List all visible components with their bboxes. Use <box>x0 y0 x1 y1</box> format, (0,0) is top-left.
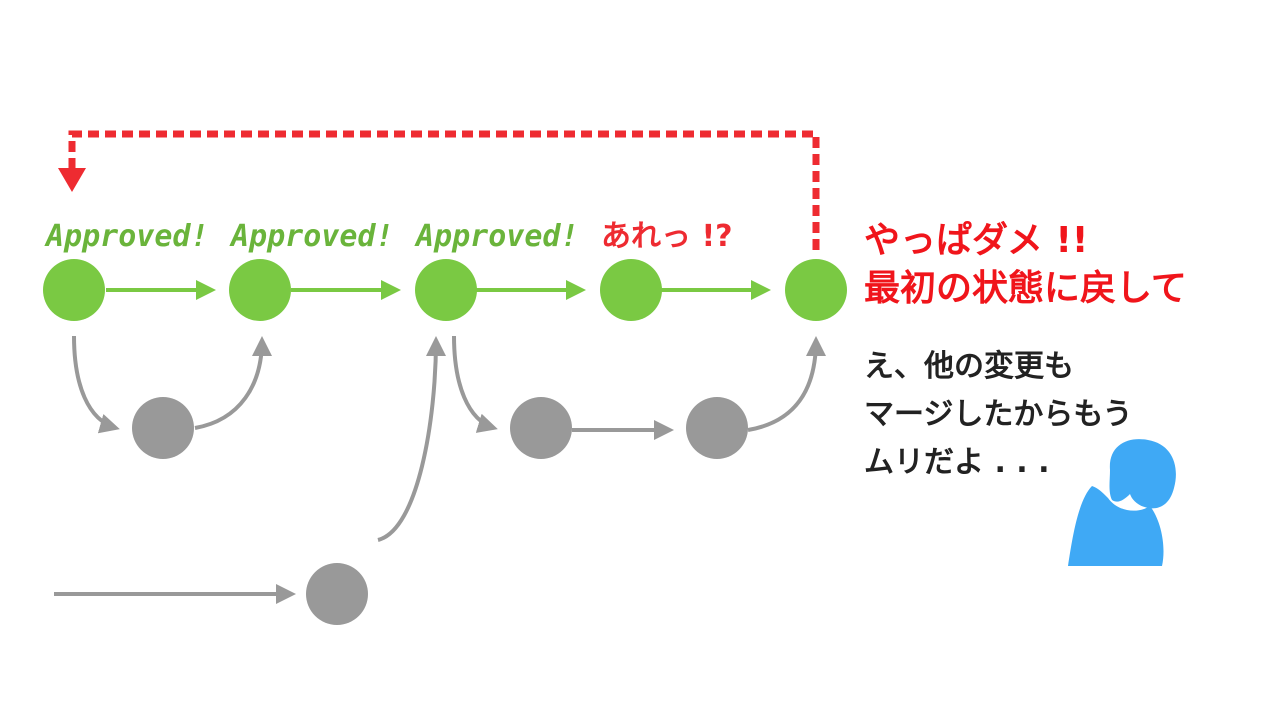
callout-line-2: 最初の状態に戻して <box>864 268 1187 309</box>
commit-node <box>600 259 662 321</box>
side-branch-edges <box>54 335 826 604</box>
merge-in-3 <box>377 336 446 542</box>
commit-node <box>229 259 291 321</box>
commit-node <box>415 259 477 321</box>
huh-label: あれっ !? <box>601 219 733 254</box>
side-commit-node <box>510 397 572 459</box>
branch-out-1 <box>72 335 120 434</box>
callout-line-1: やっぱダメ !! <box>864 220 1088 261</box>
side-commit-node <box>306 563 368 625</box>
revert-arrow <box>58 130 820 250</box>
reply-line-1: え、他の変更も <box>864 349 1074 384</box>
approved-label-3: Approved! <box>414 219 579 254</box>
branch-out-2 <box>452 335 498 433</box>
side-commit-node <box>132 397 194 459</box>
reply-line-3: ムリだよ . . . <box>864 445 1050 480</box>
merge-in-2 <box>747 336 826 432</box>
merge-in-1 <box>194 336 272 430</box>
side-commit-node <box>686 397 748 459</box>
main-branch-commits <box>43 259 847 321</box>
commit-node <box>785 259 847 321</box>
revert-arrowhead <box>58 168 86 192</box>
approved-label-2: Approved! <box>229 219 394 254</box>
dejected-person-icon <box>1068 439 1176 566</box>
approved-label-1: Approved! <box>44 219 209 254</box>
reply-line-2: マージしたからもう <box>864 397 1133 432</box>
side-branch-commits <box>132 397 748 625</box>
commit-node <box>43 259 105 321</box>
